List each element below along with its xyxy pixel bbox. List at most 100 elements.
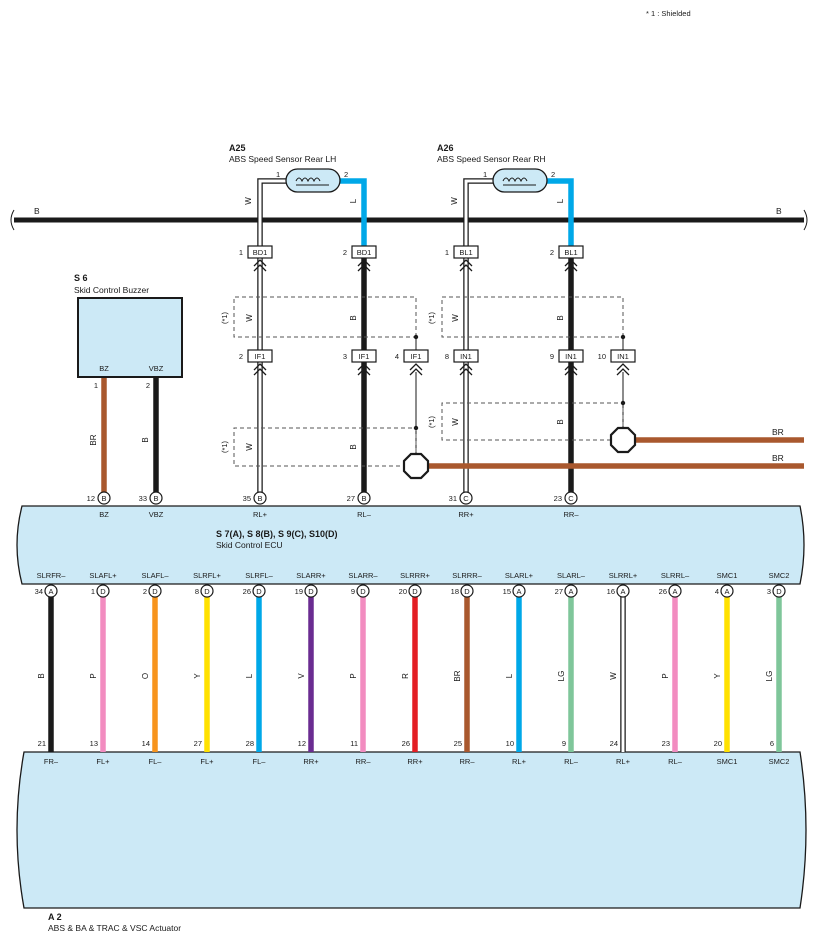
actuator-pin-num: 6 [770, 739, 774, 748]
mid-connector-label: IF1 [411, 352, 422, 361]
ecu-terminal-name: SMC2 [769, 571, 790, 580]
actuator-pin-num: 12 [298, 739, 306, 748]
ecu-terminal-name: SLRRR+ [400, 571, 430, 580]
ecu-pin-circle [148, 584, 162, 598]
wire-color-label: BR [453, 670, 462, 681]
upper-connector-label: BL1 [459, 248, 472, 257]
wire-color-label: V [297, 673, 306, 679]
shield-mark-2: (*1) [220, 440, 229, 453]
ecu-pin-conn: A [620, 587, 625, 596]
ecu-pin-num: 4 [715, 587, 719, 596]
sensor-rear-rh: A26 ABS Speed Sensor Rear RH 1 2 W L [437, 143, 574, 246]
mid-connector-num: 8 [445, 352, 449, 361]
mid-connector-4: IN1 8 [445, 349, 479, 363]
ecu-top-pin-conn: B [101, 494, 106, 503]
mid-connector-6: IN1 10 [598, 349, 636, 363]
actuator-pin-num: 25 [454, 739, 462, 748]
ecu-terminal-name: SLRFR– [37, 571, 67, 580]
mid-connector-label: IN1 [460, 352, 472, 361]
mid-connector-5: IN1 9 [550, 349, 584, 363]
ecu-pin-circle [772, 584, 786, 598]
ecu-pin-num: 18 [451, 587, 459, 596]
ecu-pin-num: 27 [555, 587, 563, 596]
chevrons-mid [253, 363, 630, 376]
ecu-pin-num: 26 [243, 587, 251, 596]
ecu-pin-num: 20 [399, 587, 407, 596]
ecu-top-pin-conn: B [153, 494, 158, 503]
shield-w-4: W [451, 418, 460, 426]
ecu-top-pin-1: B 12 BZ [87, 491, 111, 519]
wire-color-label: P [349, 673, 358, 678]
buzzer-n2: 2 [146, 381, 150, 390]
actuator-pin-num: 26 [402, 739, 410, 748]
shield-w-1: W [245, 314, 254, 322]
br-label-upper: BR [772, 427, 784, 437]
ecu-terminal-name: SLARR– [348, 571, 378, 580]
actuator-pin-num: 24 [610, 739, 618, 748]
buzzer-pin-vbz: VBZ [149, 364, 164, 373]
sensor-lh-pin1: 1 [276, 170, 280, 179]
chevrons-upper [253, 259, 578, 272]
sensor-rh-code: A26 [437, 143, 454, 153]
ecu-pin-conn: A [568, 587, 573, 596]
actuator-pin-label: FR– [44, 757, 59, 766]
buzzer-n1: 1 [94, 381, 98, 390]
ecu-top-pin-num: 31 [449, 494, 457, 503]
mid-connector-num: 10 [598, 352, 606, 361]
actuator-pin-num: 10 [506, 739, 514, 748]
actuator-code: A 2 [48, 912, 62, 922]
ecu-top-pin-label: RR– [563, 510, 579, 519]
ecu-pin-circle [356, 584, 370, 598]
br-label-lower: BR [772, 453, 784, 463]
abs-actuator: A 2 ABS & BA & TRAC & VSC Actuator [16, 751, 807, 933]
wire-color-label: L [505, 673, 514, 678]
ecu-pin-circle [564, 584, 578, 598]
ecu-pin-conn: D [412, 587, 418, 596]
mid-connector-label: IN1 [565, 352, 577, 361]
actuator-pin-num: 23 [662, 739, 670, 748]
ecu-top-pin-conn: C [463, 494, 469, 503]
ecu-pin-num: 8 [195, 587, 199, 596]
mid-connector-2: IF1 3 [343, 349, 377, 363]
sensor-rh-wire1: W [450, 197, 459, 205]
shield-note: * 1 : Shielded [646, 9, 691, 18]
upper-connector-label: BD1 [357, 248, 372, 257]
ecu-top-pin-5: C 31 RR+ [449, 491, 474, 519]
ecu-top-pin-label: RR+ [458, 510, 474, 519]
actuator-pin-label: RL– [564, 757, 579, 766]
shield-junctions [413, 334, 626, 431]
ecu-pin-circle [616, 584, 630, 598]
actuator-pin-num: 20 [714, 739, 722, 748]
actuator-pin-num: 11 [350, 739, 358, 748]
shield-labels: (*1) W B (*1) W B (*1) W B (*1) W B [220, 311, 565, 453]
upper-connector-label: BD1 [253, 248, 268, 257]
wire-color-label: L [245, 673, 254, 678]
actuator-pin-num: 13 [90, 739, 98, 748]
wire-color-label: LG [557, 671, 566, 682]
ground-bar: B B [10, 206, 808, 231]
mid-connector-num: 2 [239, 352, 243, 361]
actuator-pin-label: FL– [253, 757, 267, 766]
ecu-pin-num: 16 [607, 587, 615, 596]
harness-wires [257, 258, 624, 492]
sensor-lh-wire2: L [349, 198, 358, 203]
actuator-pin-label: RL– [668, 757, 683, 766]
shield-b-1: B [349, 315, 358, 320]
ecu-terminal-name: SLARL– [557, 571, 586, 580]
wire-color-label: B [37, 673, 46, 678]
shield-b-3: B [556, 315, 565, 320]
ecu-top-pin-label: VBZ [149, 510, 164, 519]
ecu-top-pin-label: RL+ [253, 510, 268, 519]
actuator-pin-label: SMC2 [769, 757, 790, 766]
upper-connector-num: 1 [445, 248, 449, 257]
sensor-lh-pin2: 2 [344, 170, 348, 179]
actuator-pin-label: FL+ [96, 757, 110, 766]
actuator-pin-label: RR+ [407, 757, 423, 766]
sensor-rh-pin2: 2 [551, 170, 555, 179]
upper-connector-num: 2 [343, 248, 347, 257]
